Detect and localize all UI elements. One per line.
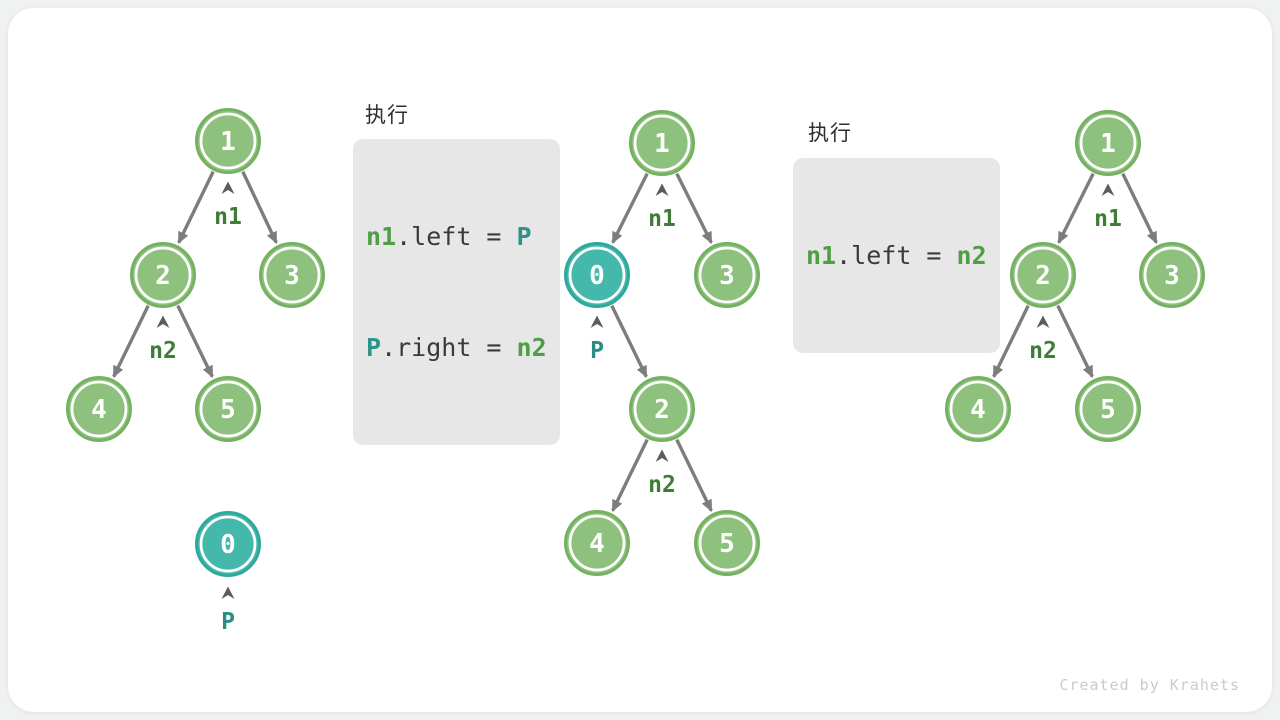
pointer-label-n2: n2 (149, 338, 177, 364)
tree-node: 5 (694, 510, 760, 576)
node-value: 4 (970, 395, 986, 425)
caret-up-icon (1101, 183, 1115, 196)
edge-1-to-2 (177, 170, 215, 244)
tree-node: 3 (1139, 242, 1205, 308)
code-token-p: P (516, 222, 532, 251)
tree-node: 1 (195, 108, 261, 174)
edge-2-to-5 (1056, 304, 1094, 378)
pointer-label-n1: n1 (214, 204, 242, 230)
code-block-1: n1.left = P P.right = n2 (353, 139, 560, 445)
tree-node: 5 (195, 376, 261, 442)
tree-after-remove-edges (992, 172, 1158, 378)
tree-node: 2 (130, 242, 196, 308)
node-value: 3 (719, 261, 735, 291)
pointer-n2: n2 (648, 449, 676, 498)
code-token-n2: n2 (956, 241, 987, 270)
tree-node: 3 (694, 242, 760, 308)
caret-up-icon (590, 315, 604, 328)
caret-up-icon (655, 183, 669, 196)
tree-node: 5 (1075, 376, 1141, 442)
edge-2-to-5 (176, 304, 214, 378)
edge-1-to-3 (675, 172, 713, 244)
pointer-n2: n2 (149, 315, 177, 364)
node-value: 3 (284, 261, 300, 291)
pointer-n1: n1 (1094, 183, 1122, 232)
code-block-2: n1.left = n2 (793, 158, 1000, 353)
tree-node: 4 (66, 376, 132, 442)
credit-text: Created by Krahets (1059, 676, 1240, 694)
tree-after-remove: 1 2 3 4 5 n1 (945, 110, 1205, 442)
tree-initial-edges (112, 170, 278, 378)
node-value: 2 (155, 261, 171, 291)
node-value: 0 (589, 261, 605, 291)
code-token-n2: n2 (516, 333, 547, 362)
pointer-n1: n1 (214, 181, 242, 230)
tree-node: 1 (1075, 110, 1141, 176)
code-line: n1.left = P (366, 218, 547, 255)
pointer-label-p: P (221, 609, 235, 635)
caret-up-icon (156, 315, 170, 328)
edge-2-to-4 (992, 304, 1030, 378)
code-token-p: P (366, 333, 382, 362)
pointer-p: P (590, 315, 604, 364)
node-value: 1 (654, 129, 670, 159)
pointer-n1: n1 (648, 183, 676, 232)
node-value: 4 (589, 529, 605, 559)
pointer-label-n1: n1 (1094, 206, 1122, 232)
node-value: 3 (1164, 261, 1180, 291)
code-token-plain: .left = (836, 241, 957, 270)
tree-initial: 1 2 3 4 5 0 n (66, 108, 325, 635)
tree-node: 2 (1010, 242, 1076, 308)
pointer-label-p: P (590, 338, 604, 364)
code-line: P.right = n2 (366, 329, 547, 366)
code-line: n1.left = n2 (806, 237, 987, 274)
pointer-label-n1: n1 (648, 206, 676, 232)
tree-node-p: 0 (564, 242, 630, 308)
edge-2-to-5 (675, 438, 713, 512)
caret-up-icon (1036, 315, 1050, 328)
node-value: 2 (1035, 261, 1051, 291)
edge-0-to-2 (610, 304, 648, 378)
tree-after-insert: 1 0 3 2 4 5 n (564, 110, 760, 576)
node-value: 0 (220, 530, 236, 560)
edge-2-to-4 (611, 438, 649, 512)
node-value: 5 (1100, 395, 1116, 425)
tree-after-insert-edges (610, 172, 713, 512)
edge-1-to-2 (1057, 172, 1095, 244)
code-token-n1: n1 (806, 241, 837, 270)
tree-node-p-standalone: 0 (195, 511, 261, 577)
caret-up-icon (655, 449, 669, 462)
edge-1-to-0 (611, 172, 649, 244)
pointer-n2: n2 (1029, 315, 1057, 364)
node-value: 5 (220, 395, 236, 425)
tree-node: 4 (564, 510, 630, 576)
tree-node: 1 (629, 110, 695, 176)
edge-2-to-4 (112, 304, 150, 378)
node-value: 5 (719, 529, 735, 559)
node-value: 1 (1100, 129, 1116, 159)
code-token-plain: .right = (381, 333, 517, 362)
caret-up-icon (221, 586, 235, 599)
tree-node: 3 (259, 242, 325, 308)
exec-label-2: 执行 (808, 121, 852, 145)
exec-label-1: 执行 (365, 103, 409, 127)
code-token-n1: n1 (366, 222, 397, 251)
edge-1-to-3 (241, 170, 278, 244)
edge-1-to-3 (1121, 172, 1158, 244)
tree-node: 2 (629, 376, 695, 442)
node-value: 4 (91, 395, 107, 425)
code-token-plain: .left = (396, 222, 517, 251)
pointer-label-n2: n2 (1029, 338, 1057, 364)
tree-node: 4 (945, 376, 1011, 442)
pointer-label-n2: n2 (648, 472, 676, 498)
node-value: 2 (654, 395, 670, 425)
caret-up-icon (221, 181, 235, 194)
pointer-p: P (221, 586, 235, 635)
node-value: 1 (220, 127, 236, 157)
